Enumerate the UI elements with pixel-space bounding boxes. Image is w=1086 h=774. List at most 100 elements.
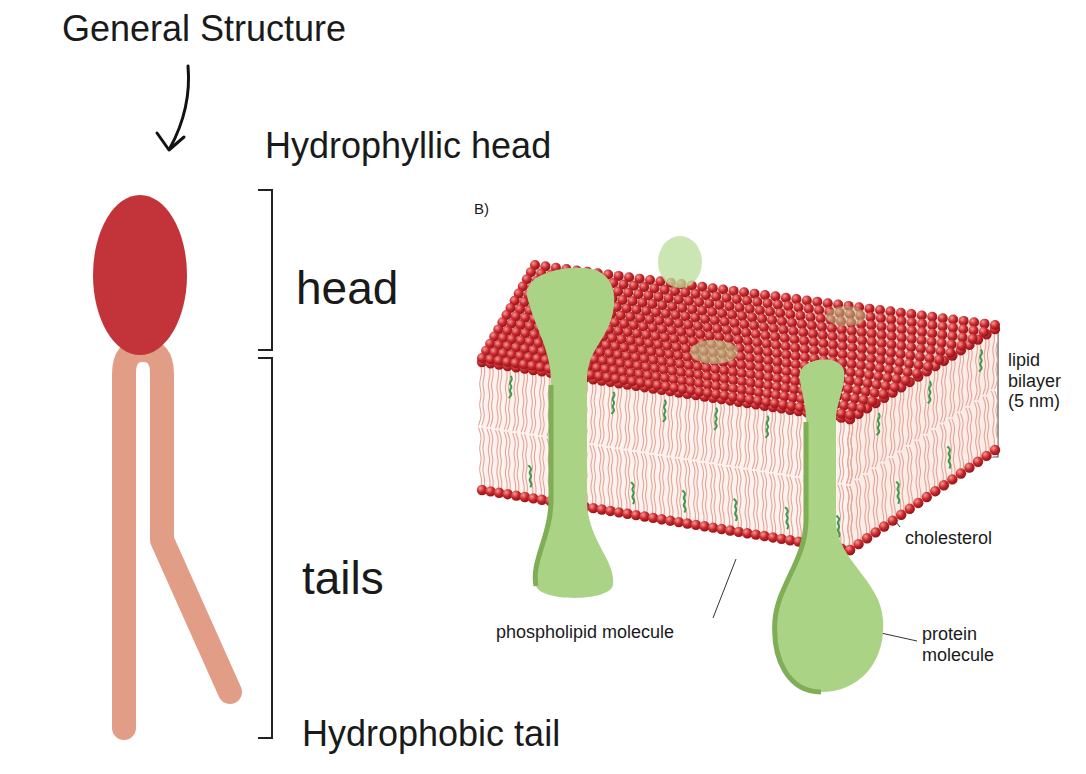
lipid-head [794, 302, 804, 312]
fatty-tail [718, 466, 721, 529]
fatty-tail [516, 433, 519, 496]
fatty-tail [730, 401, 733, 465]
fatty-tail [755, 405, 758, 469]
fatty-tail [841, 485, 844, 549]
fatty-tail [533, 436, 536, 499]
fatty-tail [952, 356, 955, 416]
lipid-head [710, 315, 720, 325]
fatty-tail [855, 480, 858, 544]
lipid-head [657, 356, 667, 366]
fatty-tail [909, 447, 912, 509]
fatty-tail [658, 391, 661, 454]
lipid-head [806, 312, 816, 322]
lipid-head [945, 348, 955, 358]
fatty-tail [850, 486, 853, 550]
fatty-tail [667, 392, 670, 455]
cholesterol-mark [663, 400, 666, 422]
fatty-tail [918, 378, 921, 440]
fatty-tail [507, 432, 510, 495]
lipid-head [733, 335, 743, 345]
fatty-tail [504, 432, 507, 495]
leader-line [713, 559, 736, 618]
fatty-tail [524, 370, 527, 433]
lipid-head [804, 304, 814, 314]
lipid-head [686, 328, 696, 338]
fatty-tail [692, 396, 695, 459]
cholesterol-mark [785, 507, 788, 529]
fatty-tail [846, 486, 849, 550]
lipid-head [727, 310, 737, 320]
lipid-head [628, 376, 638, 386]
fatty-tail [482, 428, 485, 491]
fatty-tail [850, 486, 853, 550]
fatty-tail [704, 463, 707, 526]
fatty-tail [978, 402, 981, 462]
fatty-tail [675, 459, 678, 522]
fatty-tail [744, 404, 747, 468]
cholesterol-mark [896, 482, 899, 504]
lipid-head [870, 527, 880, 537]
membrane-block [477, 236, 1000, 692]
fatty-tail [521, 434, 524, 497]
lipid-head [964, 462, 974, 472]
lipid-head [712, 324, 722, 334]
fatty-tail [601, 382, 604, 445]
lipid-head [510, 358, 520, 368]
lipid-head [777, 317, 787, 327]
fatty-tail [713, 464, 716, 527]
lipid-heads [477, 357, 855, 555]
lipid-head [653, 380, 663, 390]
fatty-tail [846, 420, 849, 484]
fatty-tail [986, 397, 989, 456]
fatty-tail [991, 330, 994, 389]
fatty-tail [974, 402, 977, 462]
fatty-tail [636, 387, 639, 450]
fatty-tail [675, 393, 678, 456]
lipid-head [781, 293, 791, 303]
lipid-tails [478, 363, 852, 550]
lipid-head [896, 510, 906, 520]
fatty-tail [960, 351, 963, 411]
figure-title: General Structure [62, 8, 346, 49]
fatty-tail [496, 430, 499, 493]
fatty-tail [881, 399, 884, 462]
lipid-head [720, 391, 730, 401]
fatty-tail [906, 383, 909, 445]
lipid-head [901, 375, 911, 385]
fatty-tail [721, 400, 724, 463]
fatty-tail [644, 388, 647, 451]
lipid-head [757, 314, 767, 324]
fatty-tail [632, 387, 635, 450]
lipid-head [661, 382, 671, 392]
fatty-tail [624, 451, 627, 514]
fatty-tail [487, 429, 490, 492]
lipid-head [856, 403, 866, 413]
lipid-head [686, 385, 696, 395]
fatty-tail [884, 464, 887, 527]
cholesterol-mark [928, 381, 931, 403]
fatty-tail [969, 346, 972, 406]
fatty-tail [867, 409, 870, 472]
lipid-head [739, 319, 749, 329]
cholesterol-mark [611, 392, 614, 414]
fatty-tail [773, 408, 776, 472]
fatty-tail [898, 388, 901, 450]
fatty-tail [735, 403, 738, 467]
fatty-tail [846, 420, 849, 484]
part-label: protein molecule [922, 624, 1022, 665]
lipid-head [862, 533, 872, 543]
fatty-tail [496, 366, 499, 429]
fatty-tail [932, 430, 935, 491]
lipid-head [890, 382, 900, 392]
lipid-head [785, 309, 795, 319]
fatty-tail [521, 370, 524, 433]
fatty-tail [542, 372, 545, 435]
lipid-head [981, 451, 991, 461]
lipid-head [669, 383, 679, 393]
lipid-head [968, 334, 978, 344]
lipid-head [745, 394, 755, 404]
fatty-tail [619, 384, 622, 447]
cholesterol-mark [528, 465, 531, 487]
lipid-head [778, 400, 788, 410]
